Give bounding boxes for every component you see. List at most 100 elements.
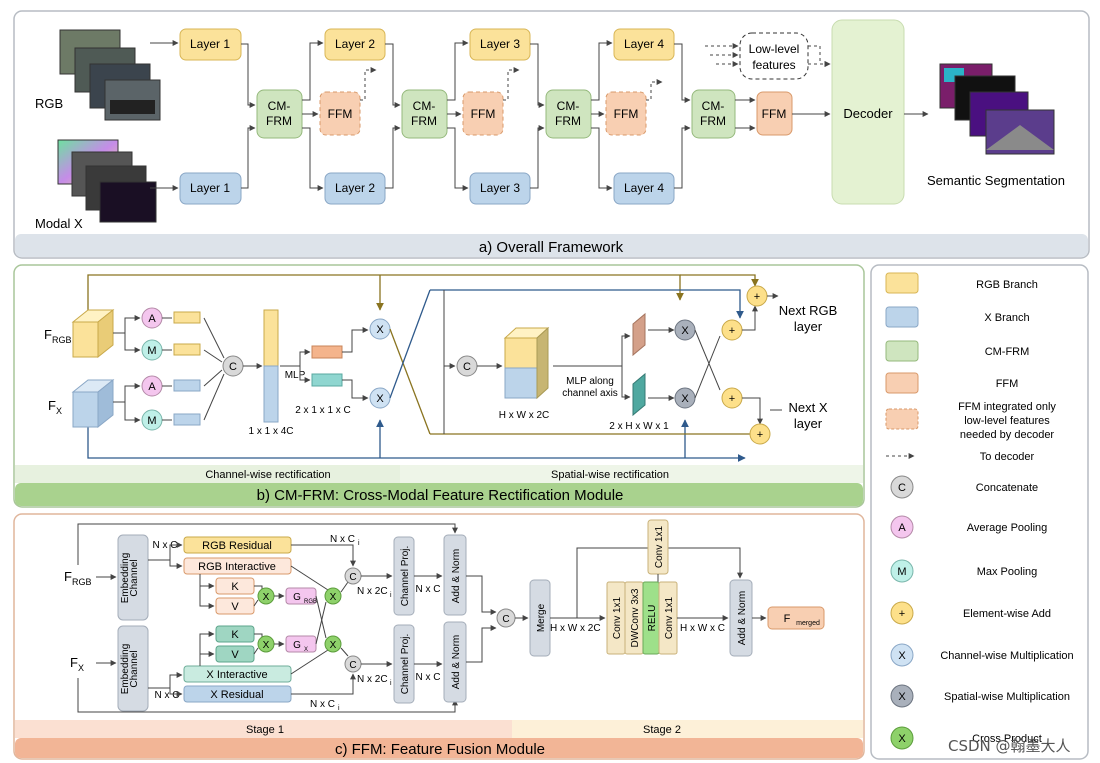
stage-channel-label: Channel-wise rectification — [205, 469, 330, 481]
ffm-f-x-sub: X — [78, 663, 84, 673]
x-interactive-label: X Interactive — [206, 669, 267, 681]
cmfrm-4-label-b: FRM — [700, 114, 726, 128]
next-rgb-label-b: layer — [794, 319, 823, 334]
legend-frame — [870, 264, 1089, 760]
f-rgb-cube — [71, 308, 115, 359]
stage-channel-bar — [15, 465, 400, 483]
legend-ffm-lowlevel-label-c: needed by decoder — [960, 429, 1055, 441]
legend-decoder-label: To decoder — [980, 451, 1035, 463]
ffm-3-label: FFM — [614, 107, 639, 121]
channel-embedding-rgb-label-a: Channel — [129, 559, 140, 596]
panel-b-title: b) CM-FRM: Cross-Modal Feature Rectifica… — [257, 487, 624, 504]
nx2ci-x: N x 2C — [357, 674, 388, 685]
ffm-1 — [319, 91, 361, 136]
avg-pool-rgb-symbol: A — [148, 313, 156, 325]
max-pool-rgb-symbol: M — [147, 345, 156, 357]
pooled-x-avg — [173, 379, 201, 392]
pooled-rgb-max — [173, 343, 201, 356]
cross-product-rgb-2 — [324, 587, 342, 605]
modal-x-input-images — [57, 139, 157, 223]
low-level-label-b: features — [752, 58, 795, 72]
stage2-bar — [512, 720, 863, 738]
rgb-input-images — [59, 29, 161, 121]
rgb-layer-2-label: Layer 2 — [335, 37, 375, 51]
decoder — [831, 19, 905, 205]
legend-cmfrm-swatch — [885, 340, 919, 362]
mlp-label: MLP — [285, 370, 306, 381]
add-x-inner-symbol: + — [729, 393, 735, 405]
hwc-label: H x W x C — [680, 623, 725, 634]
ffm-2-label: FFM — [471, 107, 496, 121]
legend-ffm-lowlevel-label-a: FFM integrated only — [958, 401, 1056, 413]
cross-product-x-2 — [324, 635, 342, 653]
rgb-residual-label: RGB Residual — [202, 540, 272, 552]
rgb-layer-1-label: Layer 1 — [190, 37, 230, 51]
low-level-label-a: Low-level — [749, 42, 800, 56]
f-x-label: F — [48, 398, 56, 413]
g-x-label: G — [293, 640, 301, 651]
x-residual-label: X Residual — [210, 689, 263, 701]
legend-ffm-lowlevel-swatch — [885, 408, 919, 430]
channel-embedding-rgb-label-b: Embedding — [120, 553, 131, 604]
legend-chmul-label: Channel-wise Multiplication — [940, 650, 1073, 662]
legend-max-label: Max Pooling — [977, 566, 1038, 578]
panel-a-title: a) Overall Framework — [479, 239, 624, 256]
add-x-outer-symbol: + — [757, 429, 763, 441]
stage2-label: Stage 2 — [643, 724, 681, 736]
x-layer-3-label: Layer 3 — [480, 181, 520, 195]
legend-concat-label: Concatenate — [976, 482, 1038, 494]
cross-product-rgb-symbol: X — [263, 592, 270, 603]
legend-rgb-label: RGB Branch — [976, 279, 1038, 291]
concat-stage-2-symbol: C — [502, 614, 509, 625]
rgb-interactive-label: RGB Interactive — [198, 561, 276, 573]
panel-c-title-bar — [15, 738, 863, 758]
stage1-bar — [15, 720, 512, 738]
cross-product-rgb-2-symbol: X — [330, 592, 337, 603]
pooled-x-max — [173, 413, 201, 426]
next-x-label-a: Next X — [788, 400, 827, 415]
stage1-label: Stage 1 — [246, 724, 284, 736]
add-rgb-inner-symbol: + — [729, 325, 735, 337]
f-merged-label: F — [784, 613, 791, 625]
f-merged-sub: merged — [796, 620, 820, 627]
concat-ffm-x-symbol: C — [349, 660, 356, 671]
ffm-f-rgb-label: F — [64, 569, 72, 584]
merge-label: Merge — [536, 603, 547, 632]
f-x-sub: X — [56, 406, 62, 416]
legend-max-char: M — [897, 566, 906, 578]
cmfrm-2-label-a: CM- — [413, 99, 436, 113]
nxci-x-sub: i — [338, 705, 340, 712]
add-norm-x-label: Add & Norm — [451, 635, 462, 689]
next-rgb-label-a: Next RGB — [779, 303, 838, 318]
cmfrm-3-label-a: CM- — [557, 99, 580, 113]
rgb-layer-3-label: Layer 3 — [480, 37, 520, 51]
ffm-f-rgb-sub: RGB — [72, 577, 92, 587]
nxci-rgb-sub: i — [358, 540, 360, 547]
nxci-x: N x C — [310, 699, 335, 710]
v-rgb-label: V — [231, 601, 239, 613]
legend-add-symbol — [890, 601, 914, 625]
add-norm-rgb-label: Add & Norm — [451, 549, 462, 603]
nxc-after-proj-rgb: N x C — [416, 584, 441, 595]
add-x-outer — [749, 423, 771, 445]
channel-mul-x-symbol: X — [376, 393, 384, 405]
channel-embedding-x — [117, 625, 149, 712]
modal-x-input-label: Modal X — [35, 216, 83, 231]
spatial-weight-label: 2 x H x W x 1 — [609, 421, 669, 432]
cmfrm-1-label-b: FRM — [266, 114, 292, 128]
legend-concat-symbol — [890, 475, 914, 499]
concat-b2-symbol: C — [463, 361, 471, 373]
panel-b-cm-frm: Channel-wise rectification Spatial-wise … — [13, 264, 865, 508]
ffm-2 — [462, 91, 504, 136]
spatial-mul-x-symbol: X — [681, 393, 689, 405]
add-norm-stage2-label: Add & Norm — [737, 591, 748, 645]
channel-proj-x-label: Channel Proj. — [400, 634, 411, 695]
legend-cross-symbol — [890, 726, 914, 750]
watermark: CSDN @翰墨大人 — [948, 737, 1071, 755]
k-rgb-label: K — [231, 581, 239, 593]
panel-a-title-bar — [15, 234, 1088, 257]
weight-x — [311, 373, 343, 387]
legend-cmfrm-label: CM-FRM — [985, 346, 1030, 358]
concat-b1-symbol: C — [229, 361, 237, 373]
rgb-input-label: RGB — [35, 96, 63, 111]
